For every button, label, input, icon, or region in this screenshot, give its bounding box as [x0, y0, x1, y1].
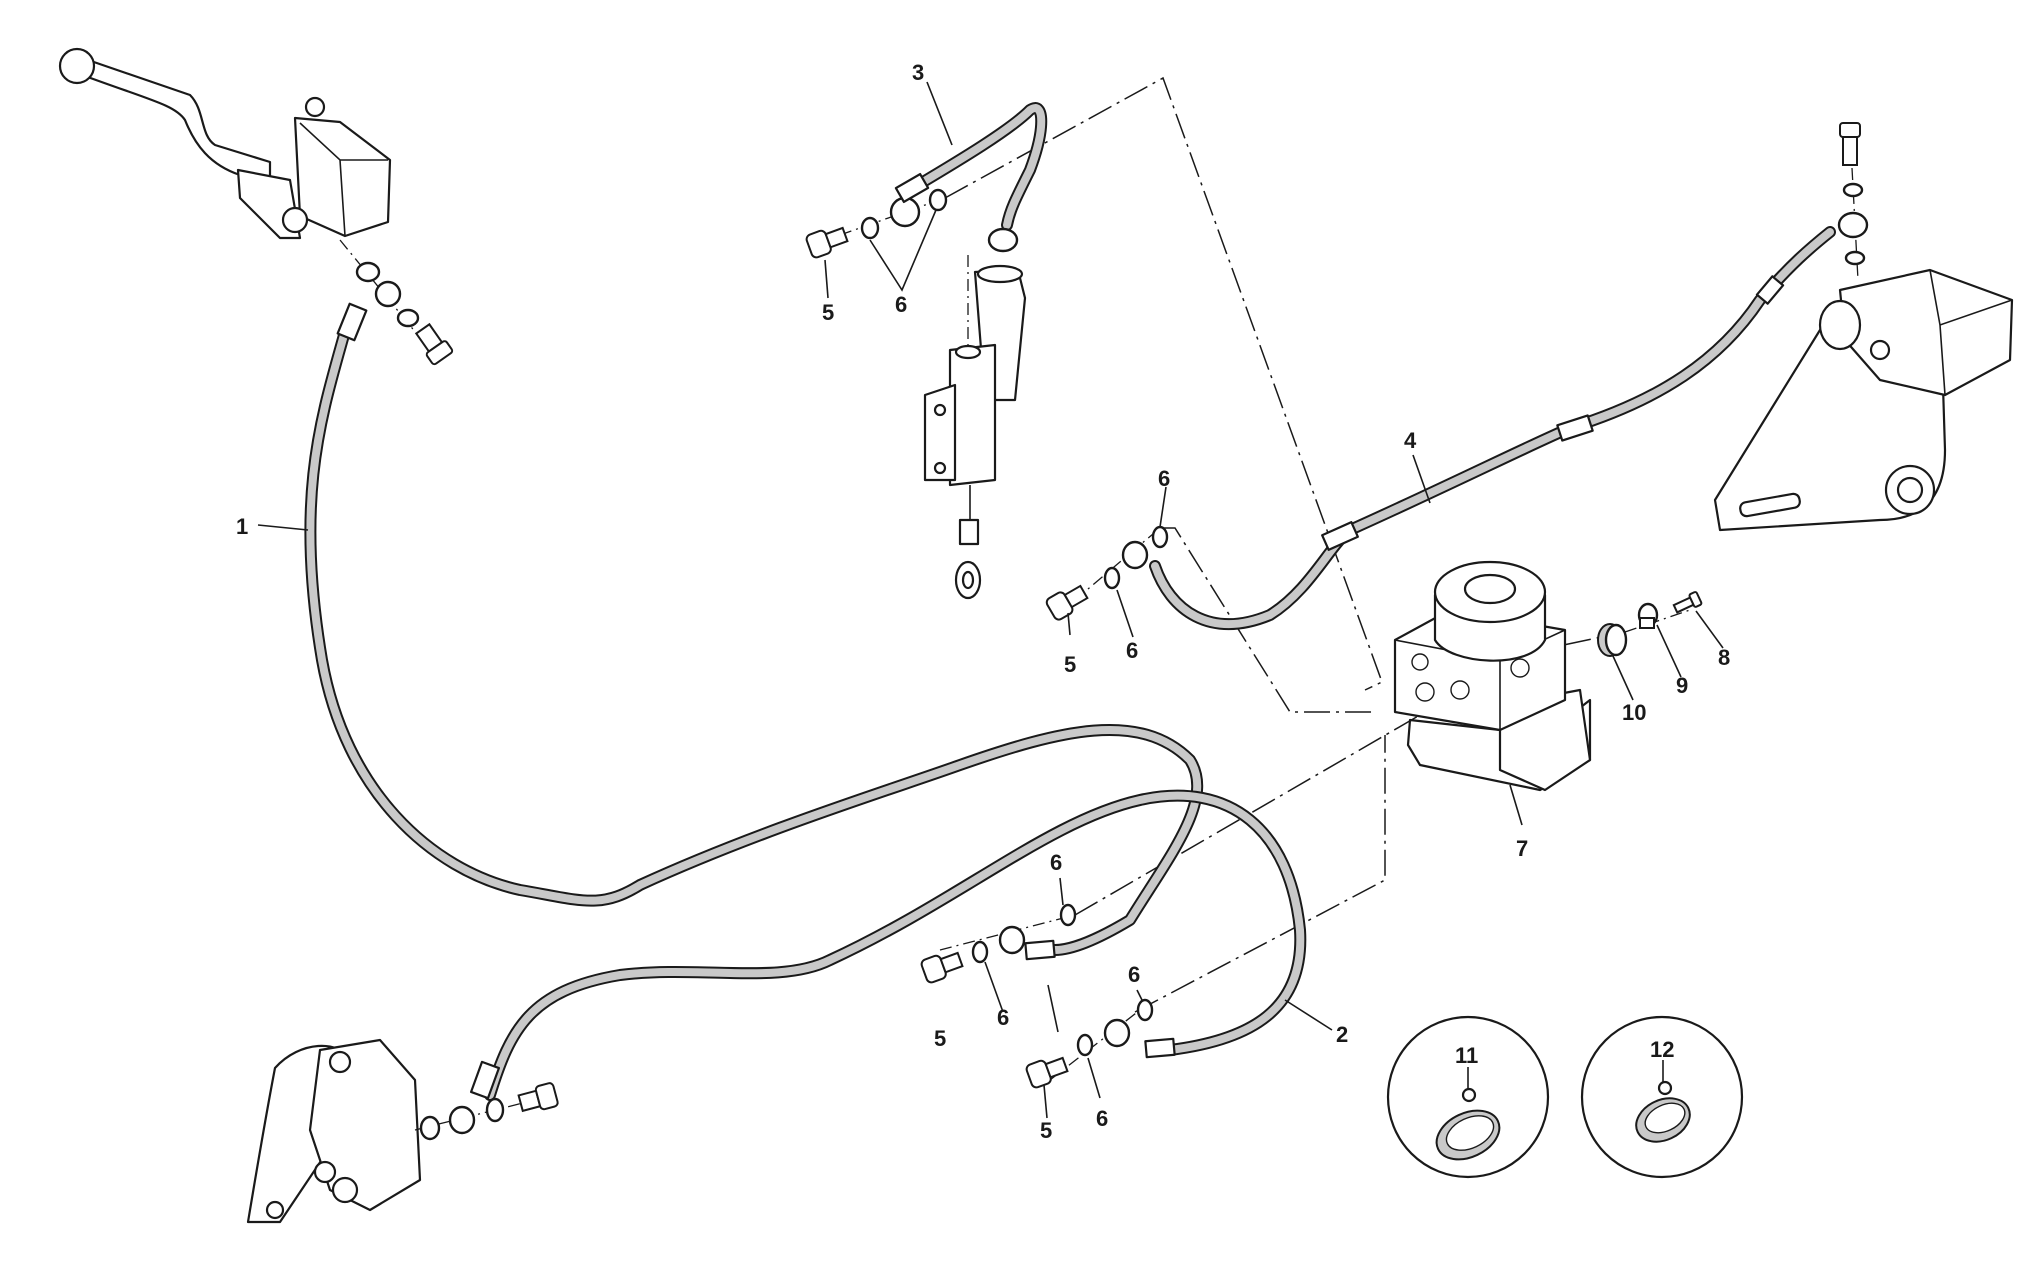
assembly-line-hose3: [944, 76, 1383, 691]
callout-9: 9: [1676, 673, 1688, 698]
master-cylinder-body: [293, 116, 392, 238]
callout-6c: 6: [1126, 638, 1138, 663]
callout-6d: 6: [1050, 850, 1062, 875]
banjo-union-lower: [987, 227, 1019, 253]
assembly-line-lower-2: [1134, 735, 1386, 1013]
hose-1-upper-sleeve: [336, 302, 368, 342]
washer-upper-a: [860, 216, 880, 240]
callout-5d: 5: [1040, 1118, 1052, 1143]
hose-4[interactable]: [1149, 226, 1836, 631]
callout-3: 3: [912, 60, 924, 85]
caliper-body: [308, 1038, 422, 1212]
callout-5c: 5: [934, 1026, 946, 1051]
callout-1: 1: [236, 514, 248, 539]
hose-4-sleeve: [1755, 275, 1785, 305]
callout-2: 2: [1336, 1022, 1348, 1047]
callout-8: 8: [1718, 645, 1730, 670]
front-lower-washer: [396, 308, 420, 328]
front-banjo-union: [374, 280, 402, 308]
washer-mid-a: [1103, 566, 1121, 590]
assembly-line-lower-1: [1074, 714, 1421, 916]
lower-fittings: [920, 903, 1176, 1089]
callout-7: 7: [1516, 836, 1528, 861]
front-caliper[interactable]: [246, 1038, 559, 1224]
hose-2[interactable]: [484, 789, 1307, 1101]
callout-labels: 1 2 3 4 5 5 5 5 6 6 6 6 6 6 6 7 8 9 10 1…: [236, 60, 1730, 1143]
detail-clip-12[interactable]: [1580, 1015, 1744, 1179]
rear-master-cylinder: [923, 264, 1027, 600]
abs-modulator[interactable]: [1393, 560, 1592, 792]
callout-6a: 6: [895, 292, 907, 317]
banjo-union-mid: [1121, 540, 1149, 570]
callout-5b: 5: [1064, 652, 1076, 677]
rear-union-fittings: [1045, 525, 1169, 621]
callout-6g: 6: [1096, 1106, 1108, 1131]
brake-lever: [83, 58, 272, 192]
rear-banjo-union: [1837, 211, 1869, 239]
abs-mounting-hardware: [1597, 591, 1703, 657]
reservoir-cap: [304, 96, 326, 118]
hose-3-sleeve: [894, 172, 930, 204]
hose-3-fittings: [805, 172, 1019, 348]
rear-caliper[interactable]: [1713, 122, 2014, 532]
callout-4: 4: [1404, 428, 1417, 453]
hose-4-sleeve: [1321, 521, 1359, 551]
detail-clip-11[interactable]: [1386, 1015, 1550, 1179]
callout-5a: 5: [822, 300, 834, 325]
washer-upper-b: [928, 188, 948, 212]
lever-ball-end: [58, 47, 96, 85]
callout-11: 11: [1455, 1043, 1478, 1068]
callout-12: 12: [1650, 1037, 1674, 1062]
callout-6f: 6: [1128, 962, 1140, 987]
callout-10: 10: [1622, 700, 1646, 725]
front-upper-washer: [355, 261, 381, 283]
hose-4-sleeve: [1556, 414, 1594, 442]
hose-3[interactable]: [912, 102, 1048, 231]
washer-mid-b: [1151, 525, 1169, 549]
leader-lines: [257, 81, 1724, 1119]
rear-caliper-body: [1838, 268, 2014, 397]
callout-6b: 6: [1158, 466, 1170, 491]
caliper-banjo-union: [448, 1105, 476, 1135]
hose-1[interactable]: [304, 329, 1204, 956]
lever-pivot: [281, 206, 309, 234]
callout-6e: 6: [997, 1005, 1009, 1030]
front-master-cylinder-assembly: [58, 47, 454, 366]
rear-banjo-bolt-head: [1839, 122, 1861, 138]
